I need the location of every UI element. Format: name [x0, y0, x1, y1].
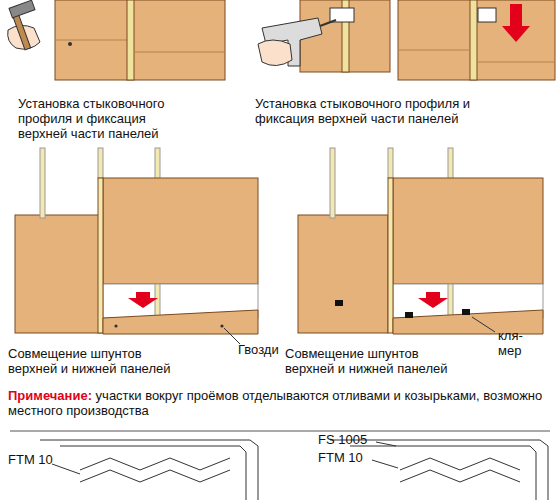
step-caption: Совмещение шпунтов верхней и нижней пане… — [8, 346, 180, 376]
note-heading: Примечание: — [8, 388, 92, 403]
hammer-scene — [8, 0, 225, 80]
step-caption: Установка стыковочного профиля и фиксаци… — [18, 96, 178, 141]
panel-lowering-scene — [398, 0, 555, 80]
part-name: кля- мер — [498, 328, 532, 358]
part-code: FTM 10 — [318, 450, 378, 465]
drill-scene — [258, 0, 390, 72]
part-code: FS 1005 — [318, 432, 388, 447]
step-caption: Совмещение шпунтов верхней и нижней пане… — [285, 346, 457, 376]
nail-joint-scene — [15, 148, 258, 344]
clip-joint-scene — [298, 148, 543, 334]
step-caption: Установка стыковочного профиля и фиксаци… — [255, 96, 525, 126]
part-code: FTM 10 — [8, 452, 68, 467]
drip-profile-scene — [10, 431, 550, 500]
note: Примечание: участки вокруг проёмов отдел… — [8, 388, 548, 418]
